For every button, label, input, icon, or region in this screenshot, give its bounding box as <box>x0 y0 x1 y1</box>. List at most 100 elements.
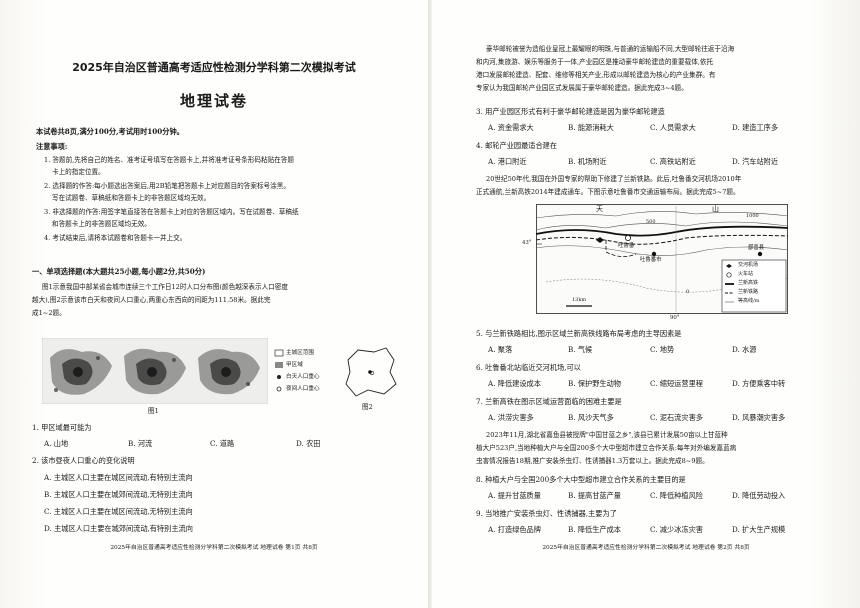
passage-line: 和内河,集旅游、娱乐等服务于一体,产业园区是推动豪华邮轮建造的重要载体,依托 <box>476 58 714 66</box>
question-7: 7. 兰新高铁在图示区域运营面临的困难主要是 <box>476 397 622 406</box>
figure-2-caption: 图2 <box>362 403 373 411</box>
q6-option-b[interactable]: B. 保护野生动物 <box>568 379 621 388</box>
question-3: 3. 用产业园区形式有利于豪华邮轮建造是因为豪华邮轮建造 <box>476 107 665 116</box>
q7-option-c[interactable]: C. 泥石流灾害多 <box>650 413 703 422</box>
exam-header: 2025年自治区普通高考适应性检测分学科第二次模拟考试 <box>72 61 356 74</box>
q2-option-b[interactable]: B. 主城区人口主要在城郊间流动,无特别主流向 <box>44 490 193 499</box>
q8-option-b[interactable]: B. 提高甘蓝产量 <box>568 491 621 500</box>
page-title: 地理试卷 <box>179 92 248 110</box>
q5-option-d[interactable]: D. 水源 <box>732 345 757 354</box>
q4-option-c[interactable]: C. 高铁站附近 <box>650 157 696 166</box>
density-maps-graphic <box>41 337 269 405</box>
q1-option-d[interactable]: D. 农田 <box>296 439 321 448</box>
q8-option-a[interactable]: A. 提升甘蓝质量 <box>488 491 541 500</box>
page-gutter <box>428 0 432 608</box>
notice-line: 2. 选择题的作答:每小题选出答案后,用2B铅笔把答题卡上对应题目的答案标号涂黑… <box>44 182 290 190</box>
q2-option-d[interactable]: D. 主城区人口主要在城郊间流动,有特别主流向 <box>44 524 193 533</box>
figure-legend: 主城区范围 甲区域 白天人口重心 夜间人口重心 <box>274 348 340 402</box>
q9-option-c[interactable]: C. 减少冰冻灾害 <box>650 525 703 534</box>
passage-line: 植大户523户,当地种植大户与全国200多个大中型超市建立合作关系:每年对外编发… <box>476 444 737 452</box>
density-panel-2 <box>124 348 186 395</box>
map-legend-item: 交河机场 <box>738 262 759 268</box>
contour-line <box>535 221 789 231</box>
longitude-label: 90° <box>670 315 680 321</box>
question-8: 8. 种植大户与全国200多个大中型超市建立合作关系的主要目的是 <box>476 475 686 484</box>
stem-line: 图1示意我国中部某省会城市连续三个工作日12时人口分布图(颜色越深表示人口密度 <box>42 283 288 291</box>
q7-option-d[interactable]: D. 风暴潮灾害多 <box>732 413 786 422</box>
lanxin-railway-line <box>535 234 789 245</box>
question-9: 9. 当地推广安装杀虫灯、性诱捕器,主要为了 <box>476 509 617 518</box>
turpan-city-marker <box>651 251 657 257</box>
notice-line: 卡上的指定位置。 <box>52 168 105 176</box>
question-6: 6. 吐鲁番北站临近交河机场,可以 <box>476 363 581 372</box>
q5-option-a[interactable]: A. 聚落 <box>488 345 513 354</box>
figure-1-density-maps <box>41 337 269 405</box>
q9-option-b[interactable]: B. 降低生产成本 <box>568 525 621 534</box>
contour-label: 1000 <box>746 213 759 219</box>
turpan-transport-map: 天 山 吐鲁番 吐鲁番市 鄯善县 500 1000 0 43° 90° 13km… <box>522 204 789 321</box>
legend-item: 甲区域 <box>286 362 303 368</box>
q3-option-d[interactable]: D. 建造工序多 <box>732 123 779 132</box>
railway-branch <box>605 240 637 257</box>
figure-1-caption: 图1 <box>148 407 159 415</box>
passage-line: 2023年11月,湖北省嘉鱼县被授牌"中国甘蓝之乡",该县已累计发展50亩以上甘… <box>486 431 728 439</box>
q5-option-c[interactable]: C. 地势 <box>650 345 675 354</box>
q3-option-a[interactable]: A. 资金需求大 <box>488 123 534 132</box>
passage-line: 正式通航,兰新高铁2014年建成通车。下图示意吐鲁番市交通运输布局。据此完成5~… <box>476 188 740 196</box>
day-centroid-marker <box>277 375 281 379</box>
notice-line: 3. 非选择题的作答:用签字笔直接答在答题卡上对应的答题区域内。写在试题卷、草稿… <box>44 208 299 216</box>
notice-title: 注意事项: <box>36 142 68 151</box>
notice-line: 4. 考试结束后,请将本试题卷和答题卡一并上交。 <box>44 234 187 242</box>
passage-line: 港口发展邮轮建造、配套、维修等相关产业,形成以邮轮建造为核心的产业集群。有 <box>476 71 716 79</box>
scale-label: 13km <box>572 297 587 303</box>
q4-option-b[interactable]: B. 机场附近 <box>568 157 607 166</box>
page-2: 豪华邮轮被誉为造船业皇冠上最耀眼的明珠,与普通的运输船不同,大型邮轮往返于沿海 … <box>432 0 860 608</box>
q8-option-d[interactable]: D. 降低劳动投入 <box>732 491 786 500</box>
q9-option-d[interactable]: D. 扩大生产规模 <box>732 525 786 534</box>
q2-option-a[interactable]: A. 主城区人口主要在城区间流动,有特别主流向 <box>44 473 193 482</box>
q5-option-b[interactable]: B. 气候 <box>568 345 593 354</box>
map-label-county: 鄯善县 <box>748 245 765 251</box>
q4-option-a[interactable]: A. 港口附近 <box>488 157 527 166</box>
question-4: 4. 邮轮产业园最适合建在 <box>476 141 558 150</box>
page-1: 2025年自治区普通高考适应性检测分学科第二次模拟考试 地理试卷 本试卷共8页,… <box>0 0 428 608</box>
q6-option-a[interactable]: A. 降低建设成本 <box>488 379 541 388</box>
q7-option-b[interactable]: B. 风沙天气多 <box>568 413 614 422</box>
map-label-tian: 天 <box>596 205 603 213</box>
contour-label: 0 <box>686 289 690 295</box>
q9-option-a[interactable]: A. 打造绿色品牌 <box>488 525 541 534</box>
density-panel-3 <box>198 349 260 395</box>
latitude-label: 43° <box>522 240 532 246</box>
passage-line: 专家认为我国邮轮产业园区式发展属于豪华邮轮建造。据此完成3~4题。 <box>476 84 688 92</box>
contour-line <box>535 211 789 219</box>
q4-option-d[interactable]: D. 汽车站附近 <box>732 157 779 166</box>
density-panel-1 <box>50 349 112 395</box>
q6-option-c[interactable]: C. 缩短运营里程 <box>650 379 703 388</box>
legend-item: 主城区范围 <box>286 350 314 356</box>
q8-option-c[interactable]: C. 降低种植风险 <box>650 491 703 500</box>
notice-line: 1. 答题前,先将自己的姓名、准考证号填写在答题卡上,并将准考证号条形码粘贴在答… <box>44 156 294 164</box>
map-label-shan: 山 <box>712 205 719 213</box>
map-legend-item: 等高线/m <box>738 298 760 304</box>
airport-icon <box>596 237 604 243</box>
map-label-city: 吐鲁番市 <box>640 257 662 263</box>
question-2: 2. 该市昼夜人口重心的变化说明 <box>32 456 135 465</box>
q1-option-b[interactable]: B. 河流 <box>128 439 153 448</box>
q3-option-c[interactable]: C. 人员需求大 <box>650 123 696 132</box>
q7-option-a[interactable]: A. 洪涝灾害多 <box>488 413 534 422</box>
page-2-footer: 2025年自治区普通高考适应性检测分学科第二次模拟考试 地理试卷 第2页 共8页 <box>542 545 750 551</box>
question-5: 5. 与兰新铁路相比,图示区域兰新高铁线路布局考虑的主导因素是 <box>476 329 682 338</box>
shanshan-marker <box>757 251 763 257</box>
lanxin-hsr-line <box>535 225 789 237</box>
q1-option-a[interactable]: A. 山地 <box>44 439 69 448</box>
notice-line: 和答题卡上的非答题区域均无效。 <box>52 220 151 228</box>
q2-option-c[interactable]: C. 主城区人口主要在城区间流动,无特别主流向 <box>44 507 193 516</box>
q6-option-d[interactable]: D. 方便乘客中转 <box>732 379 786 388</box>
figure-2-province-outline <box>340 346 398 398</box>
q3-option-b[interactable]: B. 能源消耗大 <box>568 123 614 132</box>
page-1-footer: 2025年自治区普通高考适应性检测分学科第二次模拟考试 地理试卷 第1页 共8页 <box>110 545 318 551</box>
contour-line <box>535 245 789 256</box>
stem-line: 越大),图2示意该市白天和夜间人口重心,两重心东西向的间距为111.58米。据此… <box>32 296 271 304</box>
q1-option-c[interactable]: C. 道路 <box>210 439 235 448</box>
